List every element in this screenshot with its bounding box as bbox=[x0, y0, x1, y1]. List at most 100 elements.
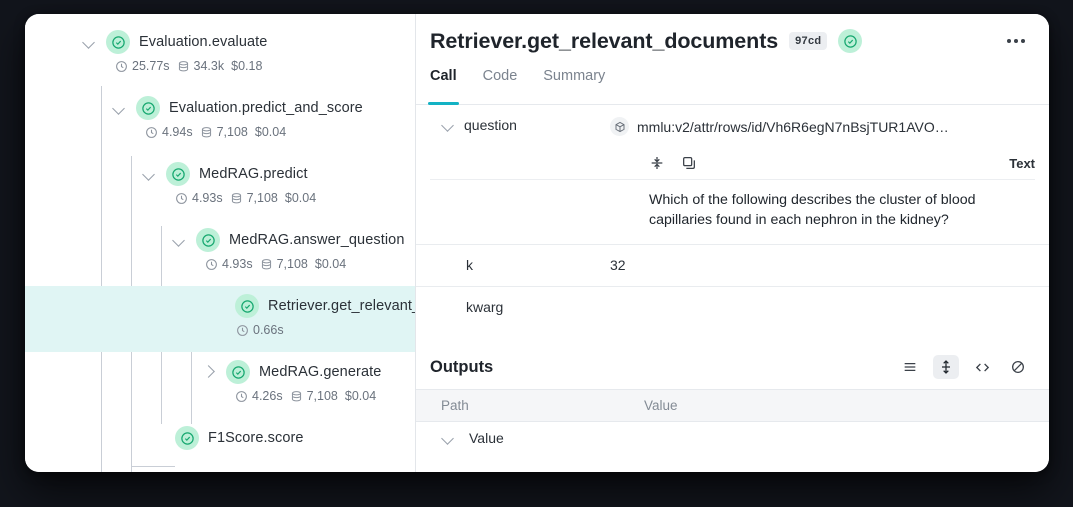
status-success-icon bbox=[175, 426, 199, 450]
cost-value: $0.04 bbox=[314, 257, 347, 271]
hide-icon[interactable] bbox=[1005, 355, 1031, 379]
tree-node-label: MedRAG.predict bbox=[199, 166, 308, 182]
cost-metric: $0.18 bbox=[231, 59, 262, 73]
call-id-badge[interactable]: 97cd bbox=[789, 32, 828, 50]
call-key-label: question bbox=[464, 117, 517, 133]
list-view-icon[interactable] bbox=[897, 355, 923, 379]
tree-node[interactable]: Evaluation.predict_and_score 4.94s 7,108 bbox=[25, 88, 415, 154]
duration-value: 4.93s bbox=[222, 257, 253, 271]
tree-node-metrics: 4.26s 7,108 $0.04 bbox=[235, 389, 376, 403]
call-row-value bbox=[610, 287, 1035, 299]
cost-value: $0.04 bbox=[254, 125, 287, 139]
call-row-k[interactable]: k 32 bbox=[416, 245, 1049, 287]
outputs-title: Outputs bbox=[430, 357, 494, 376]
tree-node[interactable]: F1Score.score bbox=[25, 418, 415, 472]
tokens-value: 7,108 bbox=[306, 389, 338, 403]
tree-node[interactable]: Evaluation.evaluate 25.77s 34.3k $0.18 bbox=[25, 22, 415, 88]
tree-elbow-line bbox=[131, 466, 175, 467]
chevron-down-icon[interactable] bbox=[440, 117, 456, 133]
cost-value: $0.04 bbox=[344, 389, 377, 403]
status-success-icon bbox=[838, 29, 863, 53]
call-value-text: 32 bbox=[610, 257, 626, 273]
tab-summary[interactable]: Summary bbox=[543, 68, 606, 84]
copy-icon[interactable] bbox=[681, 155, 697, 171]
cost-value: $0.18 bbox=[231, 59, 263, 73]
tree-node-header[interactable]: Evaluation.predict_and_score bbox=[111, 96, 363, 120]
expand-vertical-icon[interactable] bbox=[933, 355, 959, 379]
tokens-value: 7,108 bbox=[246, 191, 278, 205]
chevron-down-icon[interactable] bbox=[111, 100, 127, 116]
tokens-metric: 7,108 bbox=[260, 257, 308, 271]
cost-value: $0.04 bbox=[284, 191, 317, 205]
chevron-right-icon[interactable] bbox=[201, 364, 217, 380]
call-row-key: question bbox=[430, 105, 610, 133]
tree-node-label: F1Score.score bbox=[208, 430, 304, 446]
duration-value: 0.66s bbox=[253, 323, 284, 337]
status-success-icon bbox=[196, 228, 220, 252]
tab-code[interactable]: Code bbox=[482, 68, 518, 84]
tree-node-label: MedRAG.generate bbox=[259, 364, 382, 380]
duration-metric: 4.93s bbox=[175, 191, 223, 205]
chevron-down-icon[interactable] bbox=[440, 430, 456, 446]
status-success-icon bbox=[226, 360, 250, 384]
duration-metric: 4.93s bbox=[205, 257, 253, 271]
cost-metric: $0.04 bbox=[345, 389, 376, 403]
call-value-text[interactable]: mmlu:v2/attr/rows/id/Vh6R6egN7nBsjTUR1AV… bbox=[637, 118, 949, 135]
outputs-view-toggles[interactable] bbox=[897, 355, 1031, 379]
question-expanded-block: Text Which of the following describes th… bbox=[416, 147, 1049, 245]
status-success-icon bbox=[106, 30, 130, 54]
tree-guide-line bbox=[191, 296, 192, 424]
column-header-path: Path bbox=[441, 398, 469, 413]
page-title: Retriever.get_relevant_documents bbox=[430, 28, 779, 53]
tree-node-header[interactable]: MedRAG.answer_question bbox=[171, 228, 405, 252]
call-row-key: k bbox=[430, 245, 610, 273]
tree-node-metrics: 4.93s 7,108 $0.04 bbox=[175, 191, 316, 205]
chevron-down-icon[interactable] bbox=[81, 34, 97, 50]
content-format-label: Text bbox=[1009, 155, 1035, 171]
call-row-kwarg[interactable]: kwarg bbox=[416, 287, 1049, 337]
tree-node-header[interactable]: Retriever.get_relevant_d bbox=[235, 294, 415, 318]
tree-node-header[interactable]: Evaluation.evaluate bbox=[81, 30, 267, 54]
duration-metric: 4.26s bbox=[235, 389, 283, 403]
tokens-metric: 7,108 bbox=[230, 191, 278, 205]
outputs-header: Outputs bbox=[416, 337, 1049, 389]
cost-metric: $0.04 bbox=[285, 191, 316, 205]
cost-metric: $0.04 bbox=[255, 125, 286, 139]
outputs-table-row[interactable]: Value bbox=[416, 422, 1049, 446]
outputs-row-path: Value bbox=[469, 430, 504, 446]
tree-node[interactable]: MedRAG.generate 4.26s 7,108 $0.04 bbox=[25, 352, 415, 418]
chevron-down-icon[interactable] bbox=[171, 232, 187, 248]
more-options-icon[interactable] bbox=[1001, 33, 1031, 49]
tree-node-label: Evaluation.evaluate bbox=[139, 34, 268, 50]
tokens-value: 7,108 bbox=[276, 257, 308, 271]
tab-call[interactable]: Call bbox=[428, 68, 459, 105]
outputs-table-header: Path Value bbox=[416, 389, 1049, 422]
status-success-icon bbox=[136, 96, 160, 120]
collapse-vertical-icon[interactable] bbox=[649, 155, 665, 171]
call-row-value: 32 bbox=[610, 245, 1035, 273]
call-key-label: kwarg bbox=[466, 299, 504, 315]
call-key-label: k bbox=[466, 257, 473, 273]
detail-header: Retriever.get_relevant_documents 97cd bbox=[416, 14, 1049, 68]
code-view-icon[interactable] bbox=[969, 355, 995, 379]
tree-node-header[interactable]: MedRAG.predict bbox=[141, 162, 308, 186]
duration-value: 4.26s bbox=[252, 389, 283, 403]
duration-metric: 25.77s bbox=[115, 59, 170, 73]
tree-node-header[interactable]: MedRAG.generate bbox=[201, 360, 381, 384]
trace-tree-panel[interactable]: Evaluation.evaluate 25.77s 34.3k $0.18 bbox=[25, 14, 416, 472]
call-row-question[interactable]: question mmlu:v2/attr/rows/id/Vh6R6egN7n… bbox=[416, 105, 1049, 147]
duration-value: 4.93s bbox=[192, 191, 223, 205]
tree-node-selected[interactable]: Retriever.get_relevant_d 0.66s bbox=[25, 286, 415, 352]
detail-tabs[interactable]: Call Code Summary bbox=[416, 68, 1049, 105]
tree-node-label: MedRAG.answer_question bbox=[229, 232, 405, 248]
tree-node[interactable]: MedRAG.predict 4.93s 7,108 $0.04 bbox=[25, 154, 415, 220]
tree-node[interactable]: MedRAG.answer_question 4.93s 7,108 $0.04 bbox=[25, 220, 415, 286]
trace-tree: Evaluation.evaluate 25.77s 34.3k $0.18 bbox=[25, 14, 415, 472]
tokens-metric: 7,108 bbox=[290, 389, 338, 403]
duration-metric: 4.94s bbox=[145, 125, 193, 139]
app-window: Evaluation.evaluate 25.77s 34.3k $0.18 bbox=[25, 14, 1049, 472]
tree-node-metrics: 4.93s 7,108 $0.04 bbox=[205, 257, 346, 271]
status-success-icon bbox=[166, 162, 190, 186]
tree-node-header[interactable]: F1Score.score bbox=[175, 426, 304, 450]
chevron-down-icon[interactable] bbox=[141, 166, 157, 182]
